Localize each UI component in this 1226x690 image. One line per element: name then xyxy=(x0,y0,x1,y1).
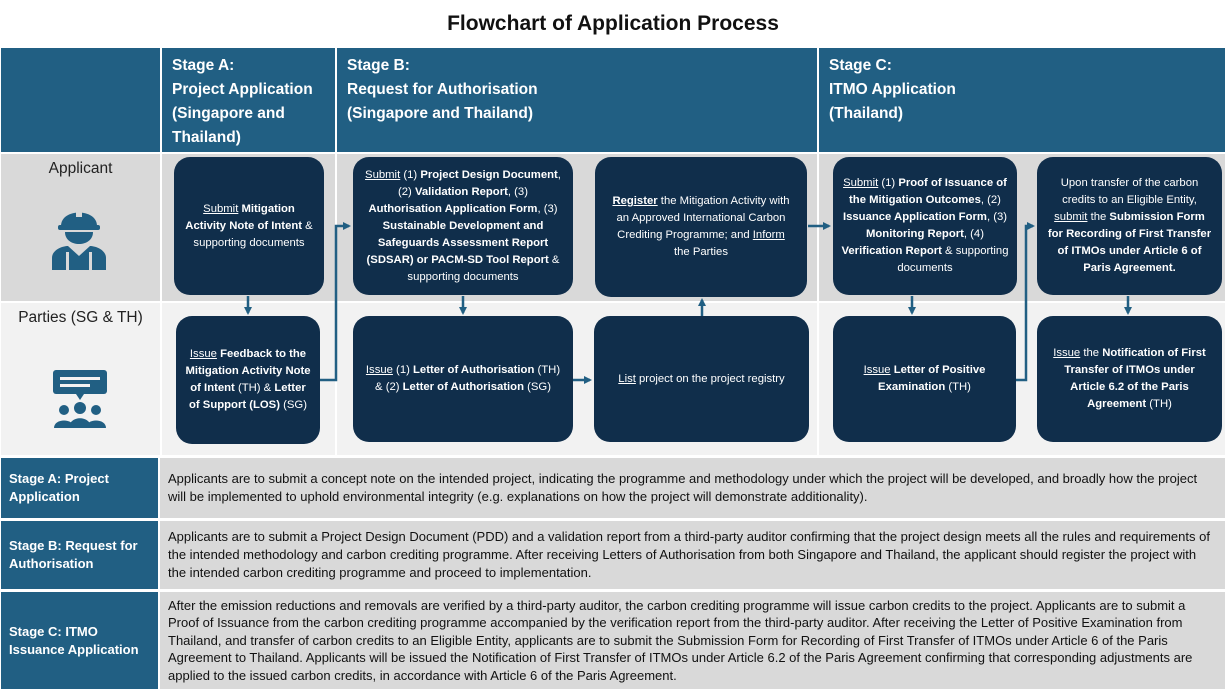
parties-label: Parties (SG & TH) xyxy=(18,309,143,326)
stage-c-description-text: After the emission reductions and remova… xyxy=(160,592,1225,689)
stage-b-header: Stage B: Request for Authorisation (Sing… xyxy=(337,48,817,152)
stage-a-description-text: Applicants are to submit a concept note … xyxy=(160,458,1225,518)
arrow-c2-c3 xyxy=(1014,222,1035,382)
stage-c-header: Stage C: ITMO Application (Thailand) xyxy=(819,48,1225,152)
group-chat-icon xyxy=(50,368,110,430)
page-title: Flowchart of Application Process xyxy=(447,12,779,35)
box-issue-letters-of-authorisation: Issue (1) Letter of Authorisation (TH) &… xyxy=(353,316,573,442)
box-submit-first-transfer-form: Upon transfer of the carbon credits to a… xyxy=(1037,157,1222,295)
box-list-project-registry: List project on the project registry xyxy=(594,316,809,442)
box-issue-feedback-los: Issue Feedback to the Mitigation Activit… xyxy=(176,316,320,444)
box-submit-pdd: Submit (1) Project Design Document, (2) … xyxy=(353,157,573,295)
box-submit-note-of-intent: Submit Mitigation Activity Note of Inten… xyxy=(174,157,324,295)
applicant-label: Applicant xyxy=(48,160,113,177)
arrow-a2-b1 xyxy=(320,222,351,382)
header-corner xyxy=(1,48,160,152)
stage-a-header: Stage A: Project Application (Singapore … xyxy=(162,48,335,152)
box-issue-letter-positive-examination: Issue Letter of Positive Examination (TH… xyxy=(833,316,1016,442)
box-issue-notification-first-transfer: Issue the Notification of First Transfer… xyxy=(1037,316,1222,442)
box-register-mitigation-activity: Register the Mitigation Activity with an… xyxy=(595,157,807,297)
stage-b-description-text: Applicants are to submit a Project Desig… xyxy=(160,521,1225,589)
box-submit-proof-of-issuance: Submit (1) Proof of Issuance of the Miti… xyxy=(833,157,1017,295)
worker-icon xyxy=(48,196,110,270)
